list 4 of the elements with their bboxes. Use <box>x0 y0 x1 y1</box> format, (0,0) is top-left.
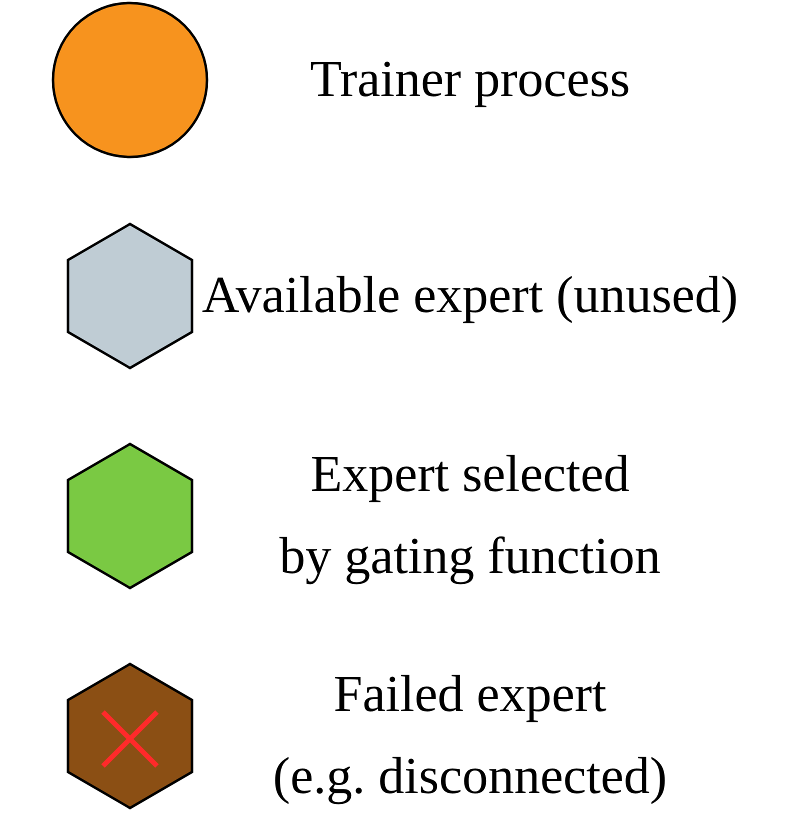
legend-label: Failed expert (e.g. disconnected) <box>272 665 668 807</box>
legend-label: Available expert (unused) <box>200 266 740 326</box>
legend-label: Trainer process <box>308 50 632 110</box>
legend-label: Expert selected by gating function <box>278 445 662 587</box>
